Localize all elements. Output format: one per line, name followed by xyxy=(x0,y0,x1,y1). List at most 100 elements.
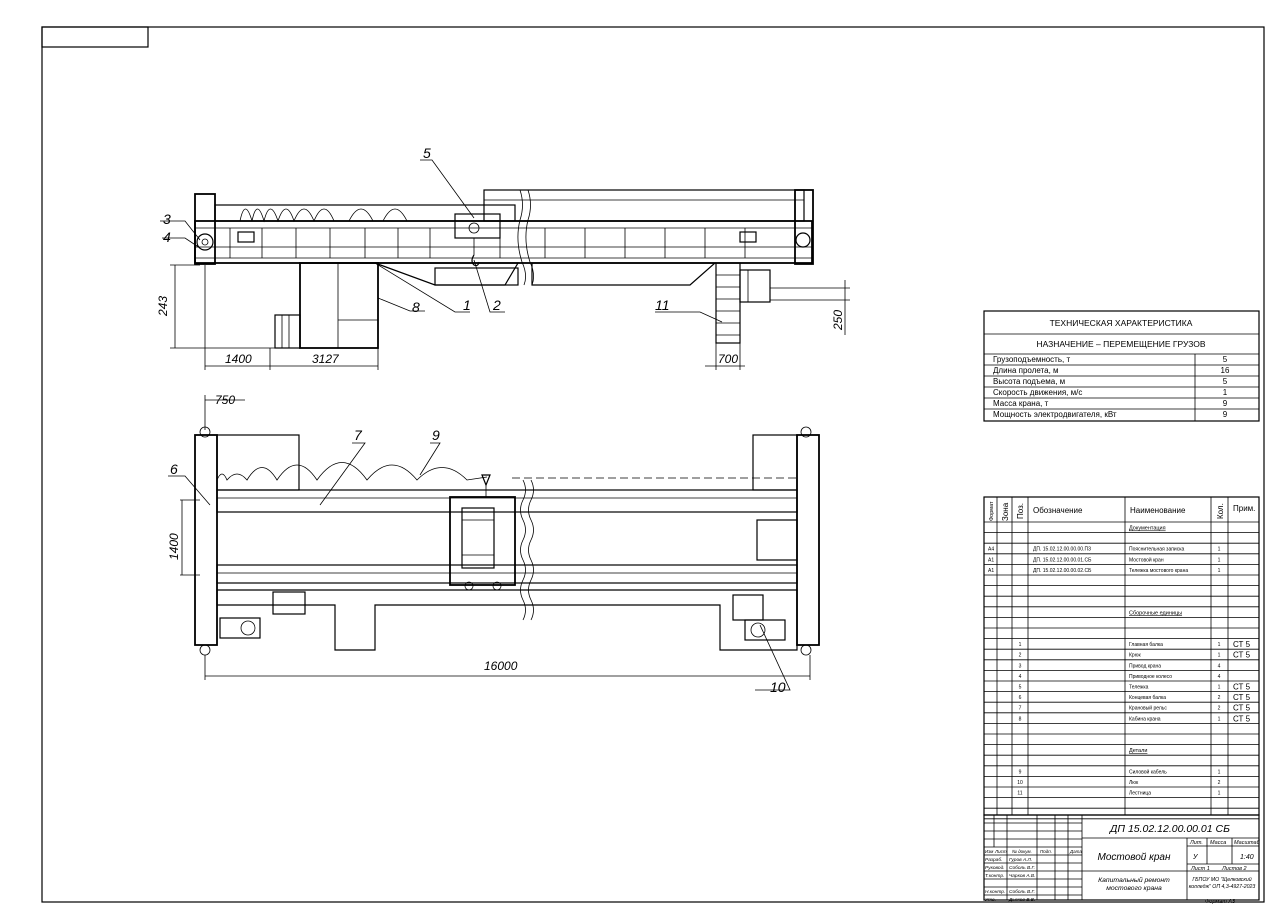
tech-value: 1 xyxy=(1223,388,1228,397)
head-podp: Подп. xyxy=(1040,849,1052,854)
dim-3127: 3127 xyxy=(312,352,340,366)
drive-wheel-right xyxy=(795,232,811,248)
tech-value: 9 xyxy=(1223,399,1228,408)
spec-qty: 1 xyxy=(1218,568,1221,574)
pos-1-label: 1 xyxy=(463,297,471,313)
main-girder-bottom xyxy=(216,564,798,584)
sheet-number: Лист 1 xyxy=(1190,866,1210,872)
spec-name: Приводное колесо xyxy=(1129,674,1172,680)
left-end-truck xyxy=(194,193,216,265)
head-data: Дата xyxy=(1069,849,1082,854)
front-elevation-view: 243 1400 3127 700 250 3 4 5 1 2 8 11 xyxy=(156,145,850,370)
pos-10-label: 10 xyxy=(770,679,786,695)
tech-param: Масса крана, т xyxy=(993,399,1049,408)
spec-format: А1 xyxy=(988,557,994,563)
spec-pos: 7 xyxy=(1019,706,1022,712)
spec-pos: 8 xyxy=(1019,716,1022,722)
title-block: ДП 15.02.12.00.00.01 СБ Мостовой кран Ка… xyxy=(983,814,1261,905)
pos-8-label: 8 xyxy=(412,299,420,315)
spec-qty: 1 xyxy=(1218,653,1221,659)
spec-qty: 2 xyxy=(1218,706,1221,712)
spec-name: Тележка мостового крана xyxy=(1129,568,1188,574)
hatch-right xyxy=(732,594,764,621)
pos-6-label: 6 xyxy=(170,461,178,477)
spec-qty: 4 xyxy=(1218,674,1221,680)
spec-name: Привод крана xyxy=(1129,663,1161,669)
tech-param: Грузоподъемность, т xyxy=(993,355,1070,364)
sheet-format: Формат А3 xyxy=(1205,899,1236,905)
specification-table: Формат Зона Поз. Обозначение Наименовани… xyxy=(983,496,1260,820)
signature-role: Руковод. xyxy=(985,865,1005,871)
spec-qty: 1 xyxy=(1218,769,1221,775)
tech-characteristics-table: ТЕХНИЧЕСКАЯ ХАРАКТЕРИСТИКА НАЗНАЧЕНИЕ – … xyxy=(983,310,1260,422)
tech-title: ТЕХНИЧЕСКАЯ ХАРАКТЕРИСТИКА xyxy=(1050,318,1193,328)
crane-hook xyxy=(471,254,480,267)
spec-pos: 5 xyxy=(1019,685,1022,691)
tech-value: 16 xyxy=(1221,366,1230,375)
spec-designation: ДП. 15.02.12.00.00.00.ПЗ xyxy=(1033,547,1091,553)
spec-qty: 1 xyxy=(1218,642,1221,648)
spec-header-qty: Кол. xyxy=(1216,503,1225,519)
main-girder-top xyxy=(216,489,798,513)
spec-name: Крюк xyxy=(1129,653,1141,659)
spec-name: Главная балка xyxy=(1129,642,1163,648)
signature-role: Утв. xyxy=(985,897,996,903)
head-list: Лист xyxy=(994,849,1007,854)
spec-name: Мостовой кран xyxy=(1129,556,1164,563)
spec-name: Люк xyxy=(1129,780,1139,786)
drive-motor-left xyxy=(219,617,261,639)
front-dimensions xyxy=(170,264,850,370)
spec-pos: 11 xyxy=(1017,791,1022,797)
signature-name: Соболь В.Г. xyxy=(1009,889,1035,895)
right-end-truck xyxy=(794,189,814,265)
dim-250: 250 xyxy=(831,310,845,331)
spec-note: СТ 5 xyxy=(1233,651,1251,660)
pos-2-label: 2 xyxy=(492,297,501,313)
pos-11-label: 11 xyxy=(655,297,670,313)
tech-param: Высота подъема, м xyxy=(993,377,1065,386)
tech-value: 5 xyxy=(1223,377,1228,386)
spec-pos: 10 xyxy=(1017,780,1023,786)
spec-name: Силовой кабель xyxy=(1129,768,1167,775)
outer-frame xyxy=(41,26,1265,903)
drive-motor-right xyxy=(744,619,786,641)
spec-name: Тележка xyxy=(1129,685,1149,691)
signature-name: Чарков А.В. xyxy=(1009,873,1035,879)
tech-param: Скорость движения, м/с xyxy=(993,388,1082,397)
doc-code: ДП 15.02.12.00.00.01 СБ xyxy=(1109,823,1230,835)
spec-note: СТ 5 xyxy=(1233,640,1251,649)
spec-pos: 4 xyxy=(1019,674,1022,680)
spec-section-title: Детали xyxy=(1129,748,1147,754)
spec-designation: ДП. 15.02.12.00.00.01.СБ xyxy=(1033,557,1092,563)
spec-format: А4 xyxy=(988,547,994,553)
spec-note: СТ 5 xyxy=(1233,683,1251,692)
spec-header-designation: Обозначение xyxy=(1033,506,1083,515)
spec-qty: 2 xyxy=(1218,780,1221,786)
plan-dimensions xyxy=(180,395,811,680)
plan-view: 750 1400 16000 6 7 9 10 xyxy=(167,393,820,695)
tech-purpose: НАЗНАЧЕНИЕ – ПЕРЕМЕЩЕНИЕ ГРУЗОВ xyxy=(1036,339,1205,349)
pos-7-label: 7 xyxy=(354,427,363,443)
tech-param: Мощность электродвигателя, кВт xyxy=(993,410,1117,419)
spec-note: СТ 5 xyxy=(1233,714,1251,723)
tech-value: 5 xyxy=(1223,355,1228,364)
trolley xyxy=(454,213,501,239)
signature-name: Соболь В.Г. xyxy=(1009,865,1035,871)
scale-value: 1:40 xyxy=(1240,854,1254,861)
scale-header: Масштаб xyxy=(1234,840,1261,846)
pos-5-label: 5 xyxy=(423,145,431,161)
signature-role: Т.контр. xyxy=(985,873,1004,879)
dim-16000: 16000 xyxy=(484,659,518,673)
pos-9-label: 9 xyxy=(432,427,440,443)
pos-3-label: 3 xyxy=(163,211,171,227)
sheets-total: Листов 2 xyxy=(1221,866,1247,872)
festoon-cable xyxy=(239,208,408,223)
signature-role: Разраб. xyxy=(985,857,1002,863)
spec-qty: 1 xyxy=(1218,547,1221,553)
spec-name: Кабина крана xyxy=(1129,716,1161,722)
spec-header-pos: Поз. xyxy=(1016,503,1025,519)
head-ndoc: № докум. xyxy=(1012,849,1032,854)
